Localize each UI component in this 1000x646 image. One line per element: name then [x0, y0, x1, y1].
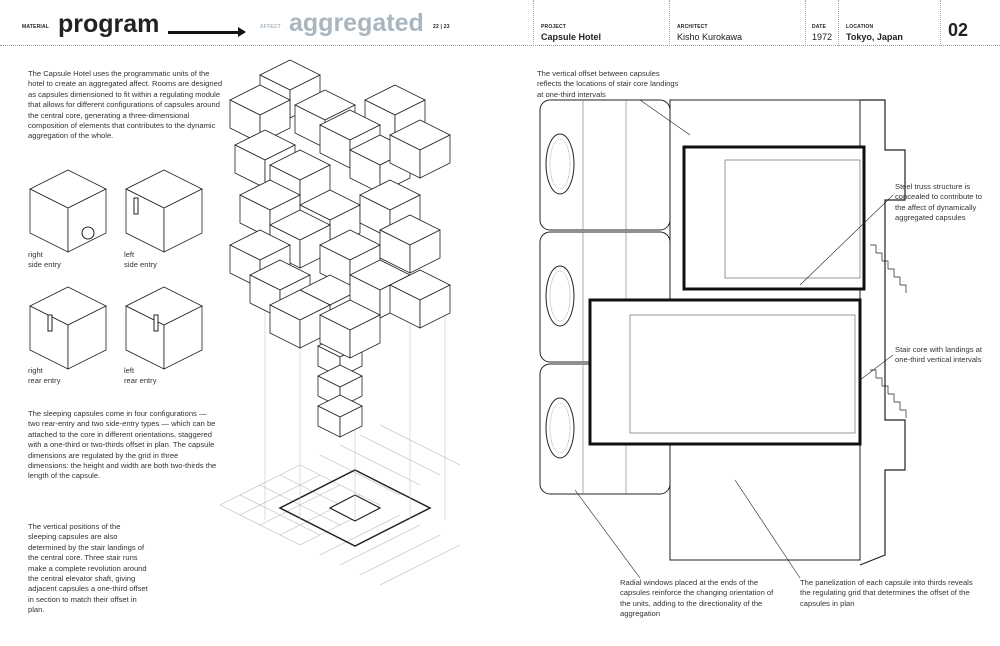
architect-label: ARCHITECT — [677, 24, 708, 30]
capsule-truss-lower — [588, 298, 862, 446]
capsule-config-1 — [67, 188, 107, 253]
annotation-stair-core: Stair core with landings at one-third ve… — [895, 345, 982, 365]
radial-window-spokes — [549, 402, 571, 454]
capsule-config-3 — [67, 305, 107, 370]
annotation-radial-windows: Radial windows placed at the ends of the… — [620, 578, 774, 619]
stair-step — [876, 252, 883, 261]
capsule-interior — [629, 314, 856, 434]
config-3-line1: right — [28, 366, 43, 375]
stair-step — [870, 369, 877, 378]
page-header: MATERIAL program AFFECT aggregated 22 | … — [0, 0, 1000, 46]
project-value: Capsule Hotel — [541, 32, 602, 42]
location-value: Tokyo, Japan — [846, 32, 903, 42]
vertical-positions-text: The vertical positions of the sleeping c… — [28, 522, 148, 615]
config-4-line1: left — [124, 366, 135, 375]
affect-value: aggregated — [289, 9, 424, 37]
affect-label: AFFECT — [260, 24, 281, 30]
config-1-line1: right — [28, 250, 43, 259]
location-label: LOCATION — [846, 24, 874, 30]
grid-line — [359, 534, 441, 576]
date-label: DATE — [812, 24, 827, 30]
sheet-number: 02 — [948, 20, 969, 40]
leader-line — [734, 479, 801, 579]
leader-line — [799, 194, 894, 286]
grid-line — [319, 514, 401, 556]
grid-line — [319, 454, 401, 496]
intro-text: The Capsule Hotel uses the programmatic … — [28, 69, 223, 141]
stair-step — [900, 409, 907, 418]
core-plan — [278, 469, 432, 547]
config-2-line1: left — [124, 250, 135, 259]
capsule-unit — [419, 134, 451, 179]
stair-step — [882, 385, 889, 394]
project-label: PROJECT — [541, 24, 567, 30]
arrow-icon — [168, 31, 243, 34]
grid-line — [379, 424, 461, 466]
annotation-steel-truss: Steel truss structure is concealed to co… — [895, 182, 982, 223]
radial-window-spokes — [549, 270, 571, 322]
stair-step — [876, 377, 883, 386]
capsule-interior — [724, 159, 861, 279]
stair-step — [894, 401, 901, 410]
stair-step — [900, 284, 907, 293]
page-numbers: 22 | 23 — [433, 24, 450, 30]
arrow-head-icon — [238, 27, 246, 37]
stair-step — [870, 244, 877, 253]
door-icon — [47, 314, 53, 332]
capsule-unit — [349, 314, 381, 359]
leader-line — [574, 489, 641, 579]
architect-value: Kisho Kurokawa — [677, 32, 743, 42]
material-label: MATERIAL — [22, 24, 50, 30]
capsule-config-4 — [163, 305, 203, 370]
grid-line — [379, 544, 461, 586]
radial-window-spokes — [549, 138, 571, 190]
radial-window-icon — [545, 265, 575, 327]
capsule-unit — [409, 229, 441, 274]
grid-line — [339, 444, 421, 486]
radial-window-icon — [545, 397, 575, 459]
annotation-vertical-offset: The vertical offset between capsules ref… — [537, 69, 679, 99]
grid-line — [339, 524, 421, 566]
stair-step — [894, 276, 901, 285]
wall-section — [859, 99, 906, 566]
grid-line — [299, 464, 381, 506]
material-value: program — [58, 10, 160, 38]
capsule-truss-upper — [682, 145, 866, 291]
radial-window-icon — [81, 226, 95, 240]
stair-step — [888, 393, 895, 402]
config-2-line2: side entry — [124, 260, 157, 270]
grid-line — [359, 434, 441, 476]
capsule-config-2 — [163, 188, 203, 253]
door-icon — [153, 314, 159, 332]
config-1-line2: side entry — [28, 260, 61, 270]
date-value: 1972 — [812, 32, 833, 42]
leader-line — [859, 354, 894, 381]
annotation-panelization: The panelization of each capsule into th… — [800, 578, 973, 608]
configurations-text: The sleeping capsules come in four confi… — [28, 409, 217, 481]
leader-line — [639, 99, 691, 136]
radial-window-icon — [545, 133, 575, 195]
capsule-unit — [419, 284, 451, 329]
stair-core — [339, 405, 363, 438]
door-icon — [133, 197, 139, 215]
config-4-line2: rear entry — [124, 376, 157, 386]
stair-step — [888, 268, 895, 277]
config-3-line2: rear entry — [28, 376, 61, 386]
stair-step — [882, 260, 889, 269]
